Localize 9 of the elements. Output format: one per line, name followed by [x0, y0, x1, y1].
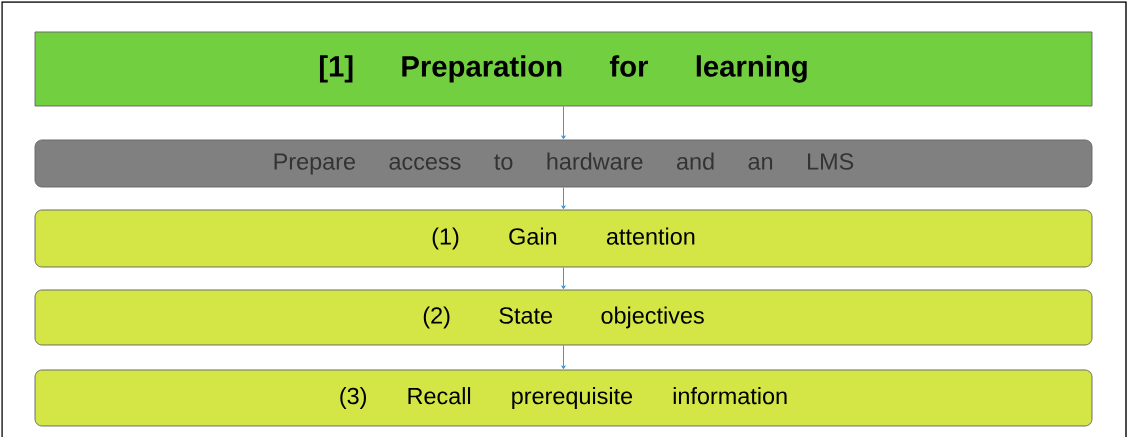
arrow: [561, 344, 566, 370]
arrow: [561, 187, 566, 210]
title-box: [1] Preparation for learning: [34, 31, 1093, 107]
arrow: [561, 267, 566, 290]
step-box: (2) State objectives: [34, 289, 1093, 346]
arrow: [561, 106, 566, 140]
step-box: (3) Recall prerequisite information: [34, 369, 1093, 427]
step-box: (1) Gain attention: [34, 209, 1093, 268]
step-box: Prepare access to hardware and an LMS: [34, 139, 1093, 188]
